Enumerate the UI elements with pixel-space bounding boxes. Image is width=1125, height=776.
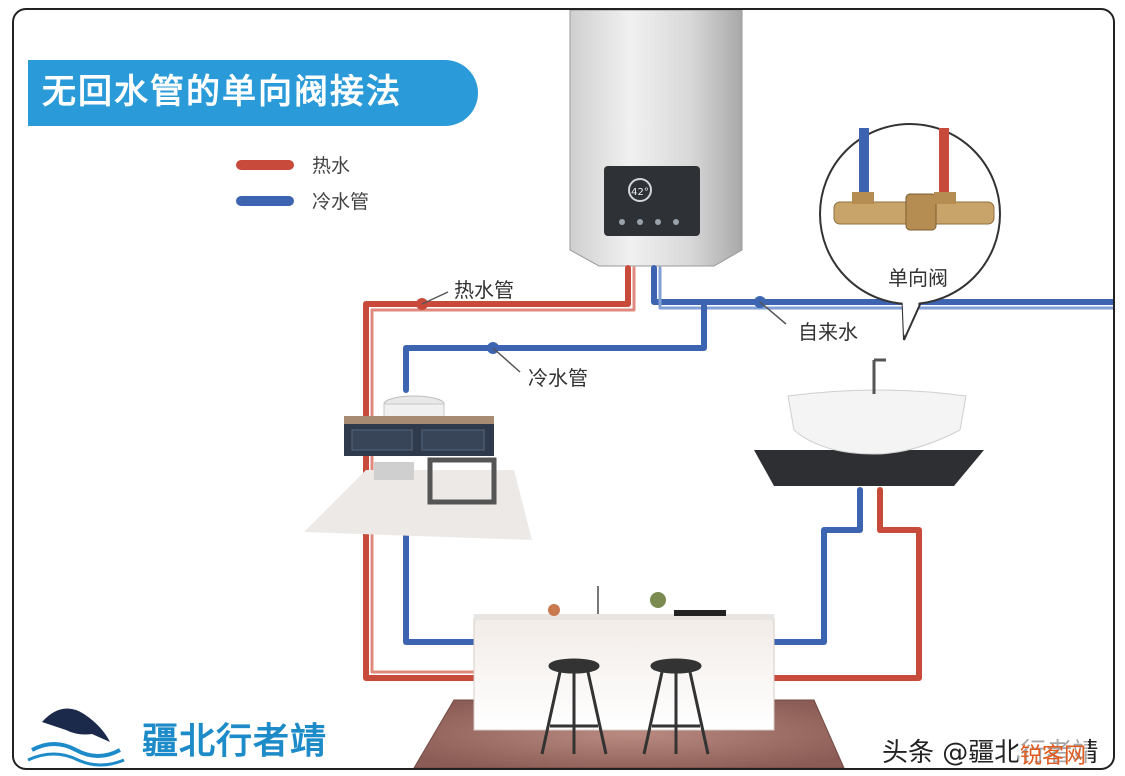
heater-control-panel xyxy=(604,166,700,236)
diagram-frame: 42° xyxy=(12,8,1115,770)
legend-cold-label: 冷水管 xyxy=(312,191,370,213)
bar-stool xyxy=(540,658,608,755)
heater-button-icon xyxy=(673,219,679,225)
water-heater: 42° xyxy=(569,10,743,267)
heater-dial-icon xyxy=(628,178,652,202)
watermark-site: 锐客网 xyxy=(1018,738,1089,768)
legend-hot-swatch xyxy=(236,160,294,170)
heater-button-icon xyxy=(655,219,661,225)
bar-stool xyxy=(642,658,710,755)
cold-water-pipes xyxy=(403,265,1113,645)
title-banner xyxy=(28,60,478,126)
hot-water-pipes xyxy=(363,265,922,681)
cold-pipe-bath xyxy=(771,487,863,645)
bathtub xyxy=(754,358,984,486)
heater-button-icon xyxy=(637,219,643,225)
check-valve-label: 单向阀 xyxy=(888,266,948,290)
leader-line xyxy=(492,347,521,373)
tap-water-label: 自来水 xyxy=(798,320,858,344)
leader-line xyxy=(421,291,449,305)
check-valve-icon xyxy=(905,193,937,231)
cold-pipe-label: 冷水管 xyxy=(528,366,588,390)
leader-line xyxy=(759,301,787,325)
hot-pipe-bath xyxy=(771,487,922,681)
page-title: 无回水管的单向阀接法 xyxy=(42,72,402,112)
heater-temperature: 42° xyxy=(631,187,649,198)
check-valve-callout xyxy=(819,123,1001,341)
hot-pipe-main xyxy=(363,265,631,681)
plumbing-diagram: 42° xyxy=(27,10,1113,768)
legend-cold-swatch xyxy=(236,196,294,206)
vanity-cabinet xyxy=(304,395,532,540)
legend-hot-label: 热水 xyxy=(312,155,351,177)
hot-pipe-label: 热水管 xyxy=(454,278,514,302)
cold-pipe-branch xyxy=(403,303,707,393)
brand-name: 疆北行者靖 xyxy=(142,721,328,762)
cold-pipe-supply xyxy=(651,265,1113,305)
brand-logo-icon xyxy=(27,708,125,767)
cold-pipe-kitchen xyxy=(403,527,477,645)
heater-button-icon xyxy=(619,219,625,225)
kitchen-island xyxy=(473,586,775,731)
